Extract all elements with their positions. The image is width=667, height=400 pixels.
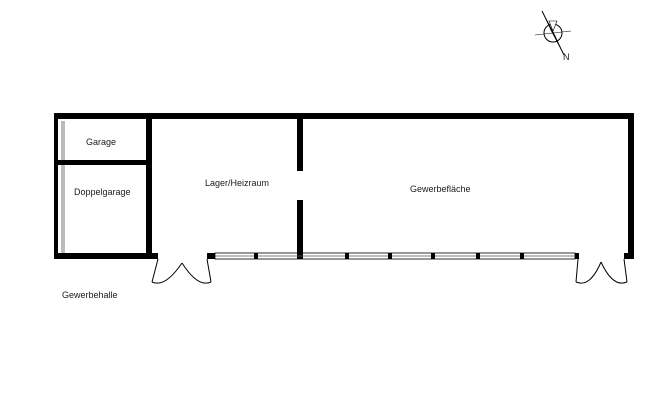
window-mullion xyxy=(431,253,435,259)
window-mullion xyxy=(254,253,258,259)
wall-bottom-stub-right2 xyxy=(624,253,634,259)
wall-interior-lower xyxy=(297,200,303,259)
wall-top xyxy=(54,113,634,119)
wall-garage-right xyxy=(146,119,152,259)
wall-interior-upper xyxy=(297,119,303,171)
wall-left-frame xyxy=(54,113,58,259)
window-mullion xyxy=(345,253,349,259)
wall-garage-divider xyxy=(54,160,149,165)
window-mullion xyxy=(388,253,392,259)
building-label: Gewerbehalle xyxy=(62,290,118,300)
wall-right xyxy=(628,113,634,259)
wall-bottom-garages xyxy=(54,253,153,259)
wall-bottom-stub-door xyxy=(207,253,215,259)
door-left-swing xyxy=(151,258,212,284)
compass-north-label: N xyxy=(563,52,570,62)
room-label-gewerbeflaeche: Gewerbefläche xyxy=(410,184,471,194)
window-mullion xyxy=(520,253,524,259)
wall-bottom-stub-right xyxy=(575,253,579,259)
compass-rose-icon xyxy=(534,10,572,56)
door-right-swing xyxy=(575,258,628,284)
wall-bottom-stub-left xyxy=(150,253,158,259)
room-label-garage: Garage xyxy=(86,137,116,147)
room-label-doppelgarage: Doppelgarage xyxy=(74,187,131,197)
window-mullion xyxy=(476,253,480,259)
room-label-lager: Lager/Heizraum xyxy=(205,178,269,188)
